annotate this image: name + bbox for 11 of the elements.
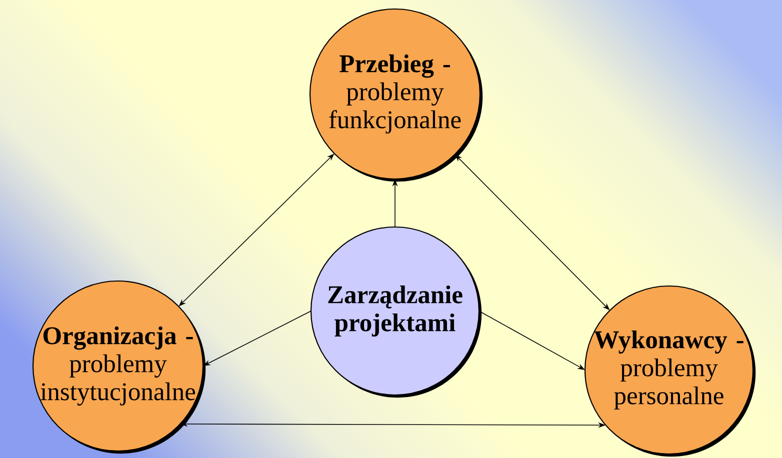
node-text: problemy funkcjonalne [329,82,461,134]
node-title: Zarządzanie projektami [328,285,462,337]
circle-node [310,226,482,398]
node-title: Wykonawcy - [594,330,744,354]
circle-node [309,8,483,182]
node-text: problemy instytucjonalne [40,354,196,406]
node-title: Przebieg - [340,54,450,78]
node-title: Organizacja - [43,326,193,350]
circle-node [584,285,756,457]
circle-node [32,280,206,454]
node-text: problemy personalne [614,358,724,410]
